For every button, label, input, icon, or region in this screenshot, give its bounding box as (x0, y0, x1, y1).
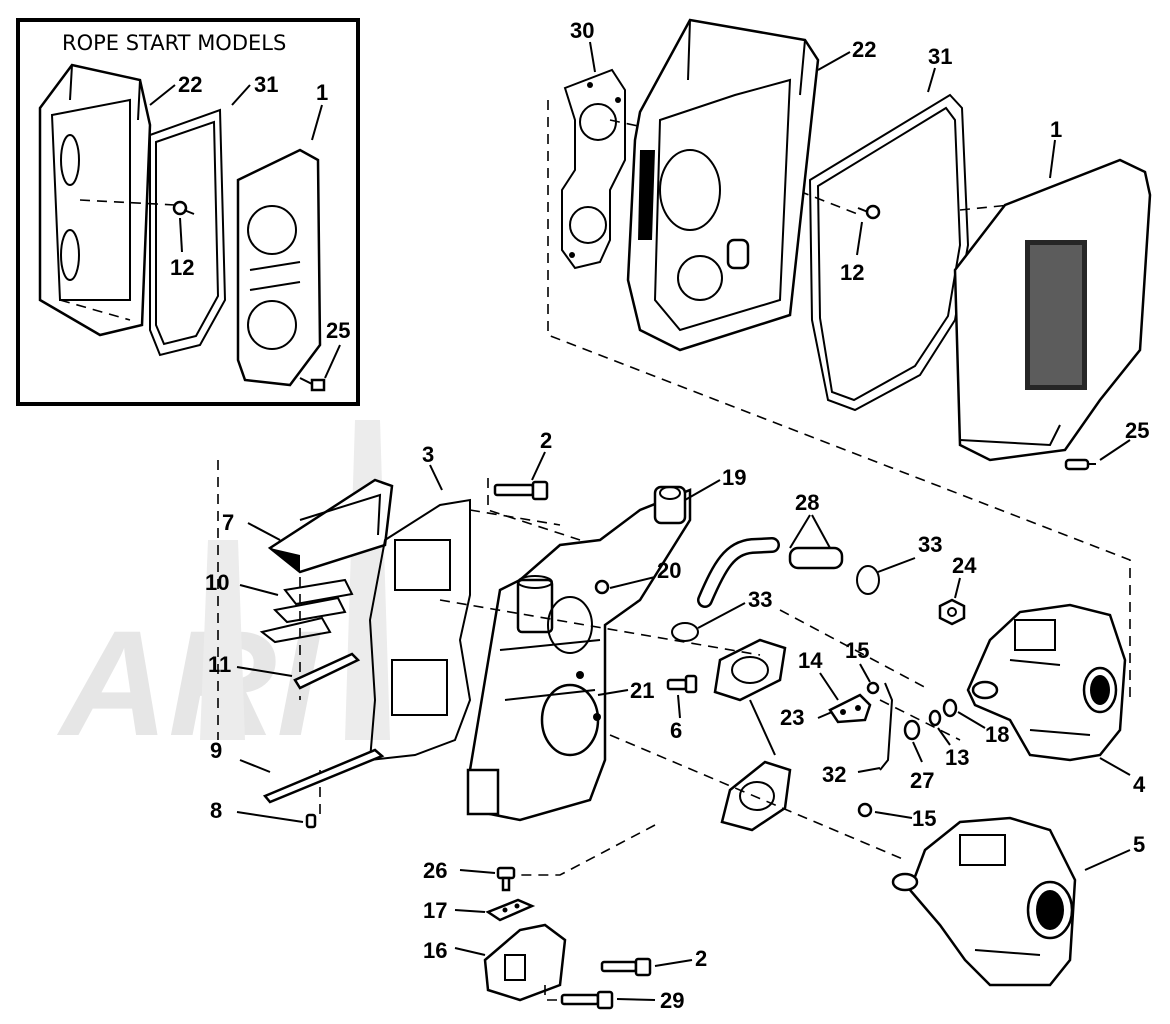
clamp-block-16 (483, 923, 567, 1002)
clamp-33b (671, 622, 699, 642)
link-rod-32 (879, 682, 894, 771)
callout-31: 31 (928, 44, 952, 69)
callout-23: 23 (780, 705, 804, 730)
silencer-gasket-31 (808, 93, 970, 412)
retainer-15b (857, 802, 873, 818)
callout-2-bottom: 2 (695, 946, 707, 971)
callout-24: 24 (952, 553, 977, 578)
screw-12 (857, 204, 881, 220)
bolt-2-bottom (600, 957, 652, 977)
reed-plate-9 (262, 748, 385, 804)
screw-6 (666, 674, 698, 694)
watermark-text: ARI (56, 599, 322, 767)
intake-gasket-3 (368, 498, 472, 762)
callout-9: 9 (210, 738, 222, 763)
reed-stop-11 (293, 652, 361, 690)
bolt-2-top (493, 480, 549, 501)
carburetor-gasket-upper (713, 638, 787, 702)
callout-14: 14 (798, 648, 823, 673)
callout-15-lower: 15 (912, 806, 936, 831)
callout-13: 13 (945, 745, 969, 770)
callout-8: 8 (210, 798, 222, 823)
silencer-cover (953, 158, 1152, 462)
inset-callout-31: 31 (254, 72, 278, 97)
callout-6: 6 (670, 718, 682, 743)
inset-gasket (149, 108, 227, 357)
callout-19: 19 (722, 465, 746, 490)
inset-cover (236, 148, 322, 387)
callout-7: 7 (222, 510, 234, 535)
callout-26: 26 (423, 858, 447, 883)
callout-17: 17 (423, 898, 447, 923)
plate-17 (485, 898, 536, 922)
screw-25 (1064, 458, 1096, 471)
fitting-20 (594, 579, 610, 595)
callout-30: 30 (570, 18, 594, 43)
inset-screw-25 (299, 377, 326, 392)
leader-lines (236, 41, 1131, 1001)
bracket-14 (828, 693, 872, 724)
inset-callout-25: 25 (326, 318, 350, 343)
callout-1: 1 (1050, 117, 1062, 142)
rope-start-inset: ROPE START MODELS (16, 18, 360, 406)
callout-29: 29 (660, 988, 684, 1013)
callout-33-top: 33 (918, 532, 942, 557)
callout-5: 5 (1133, 832, 1145, 857)
reed-block-7 (267, 478, 394, 574)
callout-12: 12 (840, 260, 864, 285)
callout-3: 3 (422, 442, 434, 467)
fitting-18 (942, 698, 958, 718)
inset-callout-1: 1 (316, 80, 328, 105)
callout-32: 32 (822, 762, 846, 787)
callout-20: 20 (657, 558, 681, 583)
clamp-33a (856, 565, 880, 595)
callout-22: 22 (852, 37, 876, 62)
reed-petals-10 (259, 578, 354, 644)
callout-25: 25 (1125, 418, 1149, 443)
callout-4: 4 (1133, 772, 1146, 797)
inset-callout-22: 22 (178, 72, 202, 97)
bolt-29 (560, 990, 614, 1010)
inset-title: ROPE START MODELS (62, 31, 286, 55)
callout-21: 21 (630, 678, 654, 703)
washer-13 (928, 709, 942, 727)
nut-24 (938, 598, 966, 626)
air-silencer-base (626, 18, 820, 352)
callout-11: 11 (208, 652, 231, 677)
callout-15-upper: 15 (845, 638, 869, 663)
callout-2-top: 2 (540, 428, 552, 453)
carburetor-5 (891, 816, 1077, 987)
screw-26 (496, 866, 516, 892)
callout-16: 16 (423, 938, 447, 963)
screw-8 (305, 813, 317, 829)
intake-manifold (466, 485, 692, 822)
hose-28 (697, 537, 844, 608)
callout-28: 28 (795, 490, 819, 515)
inset-callout-12: 12 (170, 255, 194, 280)
callout-33-mid: 33 (748, 587, 772, 612)
callout-27: 27 (910, 768, 934, 793)
inset-screw-12 (172, 200, 195, 216)
callout-18: 18 (985, 722, 1009, 747)
carburetor-4 (966, 603, 1127, 762)
retainer-15a (866, 681, 880, 695)
silencer-gasket-30 (561, 68, 626, 270)
callout-10: 10 (205, 570, 229, 595)
fitting-27 (903, 719, 921, 741)
inset-air-silencer-base (38, 63, 152, 337)
